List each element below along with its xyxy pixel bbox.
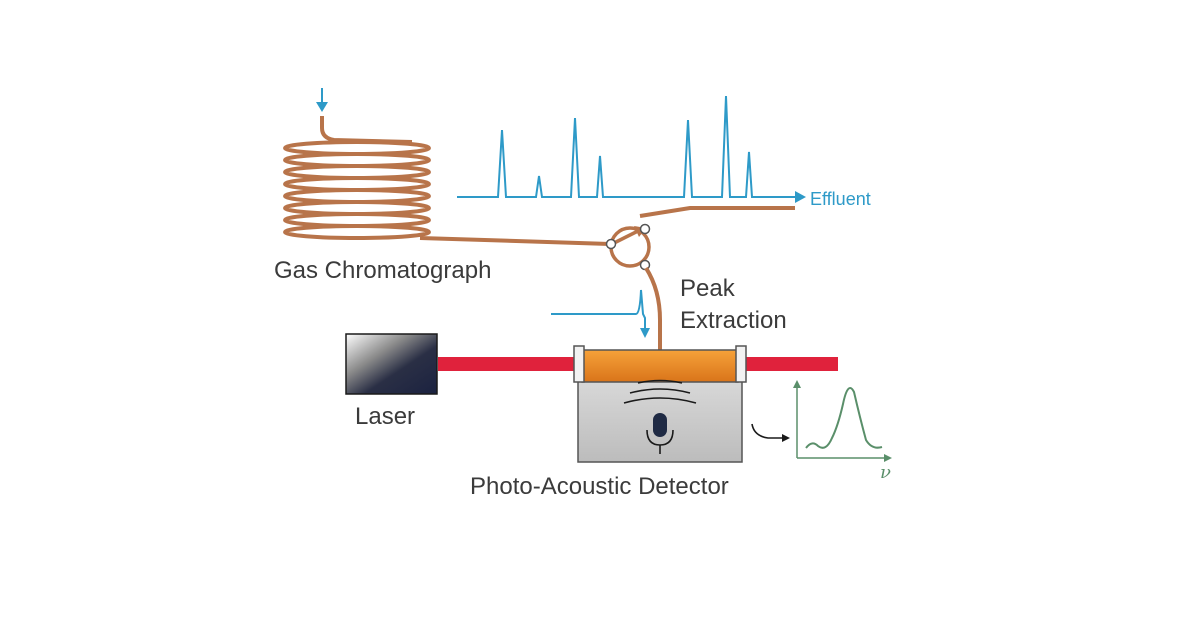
sample-cell xyxy=(581,349,739,383)
detector-label: Photo-Acoustic Detector xyxy=(470,473,729,500)
laser-source xyxy=(345,333,438,395)
cell-window-right xyxy=(735,345,747,383)
output-arrow-icon xyxy=(751,423,790,442)
sound-waves-icon xyxy=(623,379,697,404)
gc-column-coil xyxy=(283,116,431,240)
laser-label: Laser xyxy=(355,403,415,430)
effluent-arrow-icon xyxy=(795,191,806,203)
spectrum-plot xyxy=(793,380,892,462)
peak-label: Peak xyxy=(680,275,736,302)
extraction-label: Extraction xyxy=(680,307,787,334)
effluent-label: Effluent xyxy=(810,189,871,209)
switching-valve xyxy=(605,206,795,271)
gc-label: Gas Chromatograph xyxy=(274,257,491,284)
injection-arrow-icon xyxy=(316,88,328,112)
peak-arrow-icon xyxy=(640,328,650,338)
column-outlet-tube xyxy=(419,236,611,246)
extracted-peak-trace xyxy=(551,289,650,338)
microphone-icon xyxy=(646,413,674,454)
extraction-tube xyxy=(644,266,662,350)
chromatogram-trace xyxy=(457,95,806,203)
spectrum-axis-label: ν xyxy=(880,462,891,483)
cell-window-left xyxy=(573,345,585,383)
